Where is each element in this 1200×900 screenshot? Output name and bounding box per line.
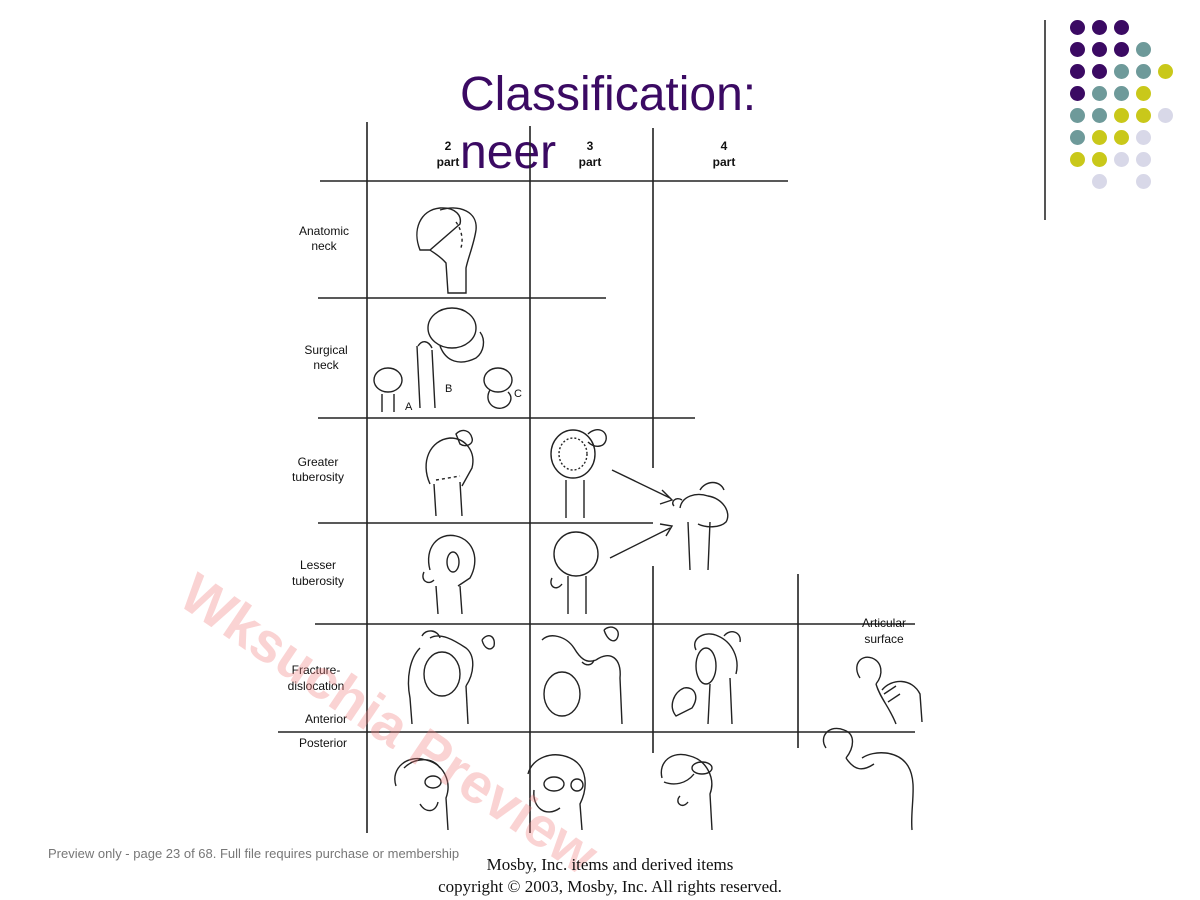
row-label-anatomic-neck-2: neck (311, 239, 337, 253)
decor-dot (1092, 108, 1107, 123)
diagram-grid-lines (278, 122, 915, 833)
row-label-surgical-neck-2: neck (313, 358, 339, 372)
decor-dot (1114, 152, 1129, 167)
decor-dot (1136, 42, 1151, 57)
sketch-fracture-dislocation-3 (541, 626, 623, 725)
decor-dot (1070, 64, 1085, 79)
decor-dot (1158, 64, 1173, 79)
decor-dot (1092, 174, 1107, 189)
decor-divider (1044, 20, 1046, 220)
decor-dot-grid (1060, 14, 1180, 194)
decor-dot (1136, 64, 1151, 79)
decor-dot (1114, 86, 1129, 101)
decor-dot (1114, 20, 1129, 35)
decor-dot (1114, 42, 1129, 57)
decor-dot (1092, 64, 1107, 79)
decor-dot (1114, 64, 1129, 79)
decor-dot (1070, 152, 1085, 167)
sketch-greater-tuberosity-2 (425, 429, 474, 517)
fragment-letter-c: C (514, 388, 522, 400)
copyright-line-1: Mosby, Inc. items and derived items (486, 855, 734, 874)
decor-dot (1136, 86, 1151, 101)
decor-dot (1092, 86, 1107, 101)
col-header-4-num: 4 (721, 139, 728, 153)
decor-dot (1070, 130, 1085, 145)
col-header-2-label: part (437, 155, 460, 169)
decor-dot (1070, 42, 1085, 57)
sketch-anatomic-neck (416, 207, 477, 294)
slide-title: Classification: neer (460, 68, 757, 179)
decor-dot (1114, 108, 1129, 123)
sketch-lesser-tuberosity-2 (422, 534, 476, 615)
decor-dot (1136, 152, 1151, 167)
sketch-surgical-neck (373, 307, 513, 412)
copyright-line-2: copyright © 2003, Mosby, Inc. All rights… (438, 877, 782, 896)
sketch-posterior-row (394, 727, 914, 831)
decor-dot (1136, 130, 1151, 145)
label-articular-surface-2: surface (864, 632, 904, 646)
row-label-greater-tuberosity-2: tuberosity (292, 470, 344, 484)
sketch-fracture-dislocation-2 (407, 630, 496, 725)
sketch-four-part-tuberosity (672, 481, 729, 571)
neer-classification-diagram: 2 part 3 part 4 part Anatomic neck Surgi… (278, 122, 923, 833)
row-label-anterior: Anterior (305, 712, 347, 726)
col-header-2-num: 2 (445, 139, 452, 153)
row-label-lesser-tuberosity-1: Lesser (300, 558, 336, 572)
preview-note: Preview only - page 23 of 68. Full file … (48, 846, 460, 861)
decor-dot (1136, 174, 1151, 189)
row-label-greater-tuberosity-1: Greater (298, 455, 339, 469)
fragment-letter-a: A (405, 401, 413, 413)
decor-dot (1136, 108, 1151, 123)
row-label-fracture-dislocation-1: Fracture- (292, 663, 341, 677)
bone-sketches (373, 207, 923, 831)
row-label-lesser-tuberosity-2: tuberosity (292, 574, 344, 588)
copyright-notice: Mosby, Inc. items and derived items copy… (380, 854, 840, 898)
col-header-3-label: part (579, 155, 602, 169)
decor-dot (1092, 42, 1107, 57)
col-header-4-label: part (713, 155, 736, 169)
decor-dot (1158, 108, 1173, 123)
decor-dot (1092, 152, 1107, 167)
fragment-letter-b: B (445, 383, 452, 395)
row-label-posterior: Posterior (299, 736, 347, 750)
sketch-articular-surface (856, 656, 923, 725)
col-header-3-num: 3 (587, 139, 594, 153)
sketch-lesser-tuberosity-3 (550, 523, 674, 614)
decor-dot (1070, 86, 1085, 101)
decor-dot (1114, 130, 1129, 145)
decor-dot (1092, 20, 1107, 35)
sketch-fracture-dislocation-4 (671, 631, 741, 725)
row-label-fracture-dislocation-2: dislocation (288, 679, 345, 693)
sketch-greater-tuberosity-3 (550, 429, 674, 518)
decor-dot (1092, 130, 1107, 145)
decor-dot (1070, 20, 1085, 35)
label-articular-surface-1: Articular (862, 616, 906, 630)
decor-dot (1070, 108, 1085, 123)
row-label-anatomic-neck-1: Anatomic (299, 224, 349, 238)
row-label-surgical-neck-1: Surgical (304, 343, 347, 357)
